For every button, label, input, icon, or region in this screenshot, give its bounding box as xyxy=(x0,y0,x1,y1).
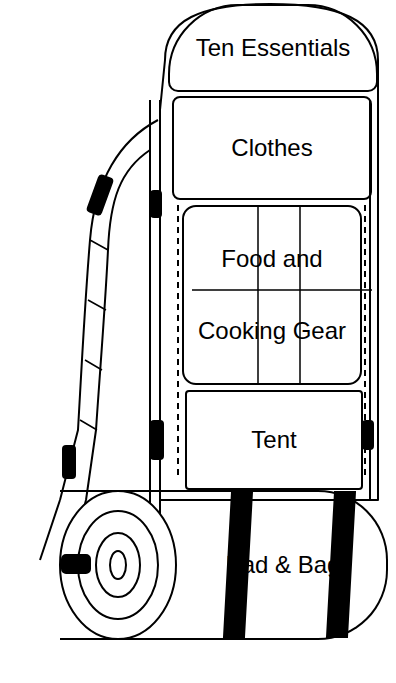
pack-body xyxy=(160,4,378,500)
strap-buckle xyxy=(62,445,76,479)
compartment-label: Tent xyxy=(251,426,296,454)
compartment-label: Clothes xyxy=(231,134,312,162)
belt-buckle xyxy=(62,555,90,573)
strap-padding xyxy=(80,240,108,430)
strap-buckle xyxy=(86,173,115,216)
hip-belt xyxy=(40,500,86,560)
food-pocket: Food and Cooking Gear xyxy=(182,205,362,385)
frame-buckle xyxy=(150,190,162,218)
tent-compartment: Tent xyxy=(185,390,363,490)
sleeping-roll: Pad & Bag xyxy=(60,490,388,640)
label-group: Clothes xyxy=(231,134,312,162)
label-group: Food and Cooking Gear xyxy=(184,223,360,367)
side-strap xyxy=(178,205,365,480)
clothes-compartment: Clothes xyxy=(172,96,372,200)
label-group: Ten Essentials xyxy=(196,34,351,62)
compartment-label: Food and Cooking Gear xyxy=(184,223,360,367)
roll-end xyxy=(60,491,176,639)
lid-compartment: Ten Essentials xyxy=(168,4,378,92)
label-group: Pad & Bag xyxy=(226,551,341,579)
roll-strap xyxy=(224,492,252,637)
pocket-seam xyxy=(192,205,372,385)
shoulder-strap xyxy=(60,120,158,500)
shoulder-strap xyxy=(86,150,150,500)
frame-buckle xyxy=(150,420,164,460)
roll-spiral xyxy=(110,551,126,579)
side-buckle xyxy=(362,420,374,450)
compartment-label: Ten Essentials xyxy=(196,34,351,62)
roll-spiral xyxy=(78,511,158,619)
label-group: Tent xyxy=(251,426,296,454)
compartment-label: Pad & Bag xyxy=(226,551,341,579)
roll-spiral xyxy=(96,533,140,597)
roll-strap xyxy=(327,492,355,637)
